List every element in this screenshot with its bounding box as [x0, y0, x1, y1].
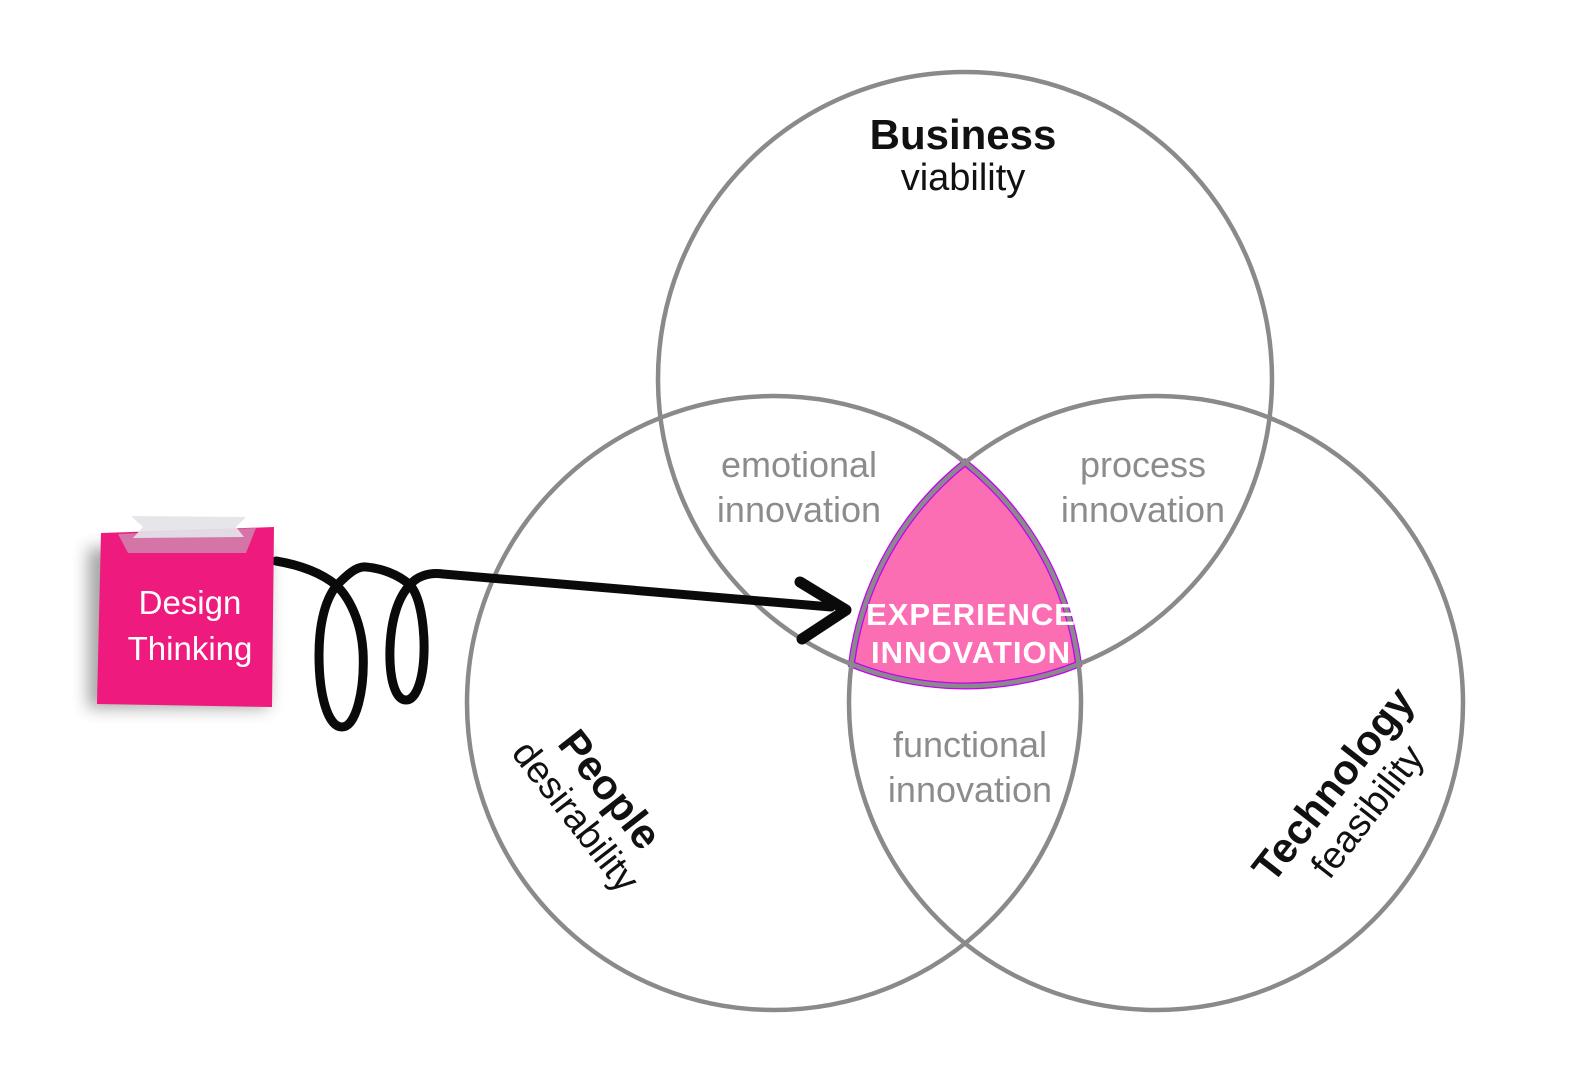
label-emotional-innovation-line2: innovation — [717, 489, 881, 530]
label-functional-innovation-line2: innovation — [888, 769, 1052, 810]
label-process-innovation-line2: innovation — [1061, 489, 1225, 530]
label-business: Business — [870, 111, 1057, 158]
label-emotional-innovation-line1: emotional — [721, 444, 877, 485]
tape-icon — [131, 516, 246, 538]
label-group-people: People desirability — [503, 721, 671, 901]
label-business-viability: viability — [901, 157, 1026, 199]
circle-business — [655, 69, 1275, 689]
circle-people — [464, 393, 1084, 1013]
label-experience-innovation-line1: EXPERIENCE — [866, 597, 1076, 632]
sticky-note-paper — [97, 527, 274, 707]
label-functional-innovation-line1: functional — [893, 724, 1047, 765]
circle-technology — [846, 393, 1466, 1013]
squiggle-arrow-line — [271, 556, 836, 732]
note-text-line1: Design — [139, 584, 242, 621]
sticky-note: Design Thinking — [88, 516, 274, 708]
label-experience-innovation-line2: INNOVATION — [871, 635, 1071, 670]
arrowhead-icon — [794, 576, 852, 645]
note-text-line2: Thinking — [128, 630, 253, 667]
label-process-innovation-line1: process — [1080, 444, 1206, 485]
label-group-technology: Technology feasibility — [1243, 678, 1433, 891]
